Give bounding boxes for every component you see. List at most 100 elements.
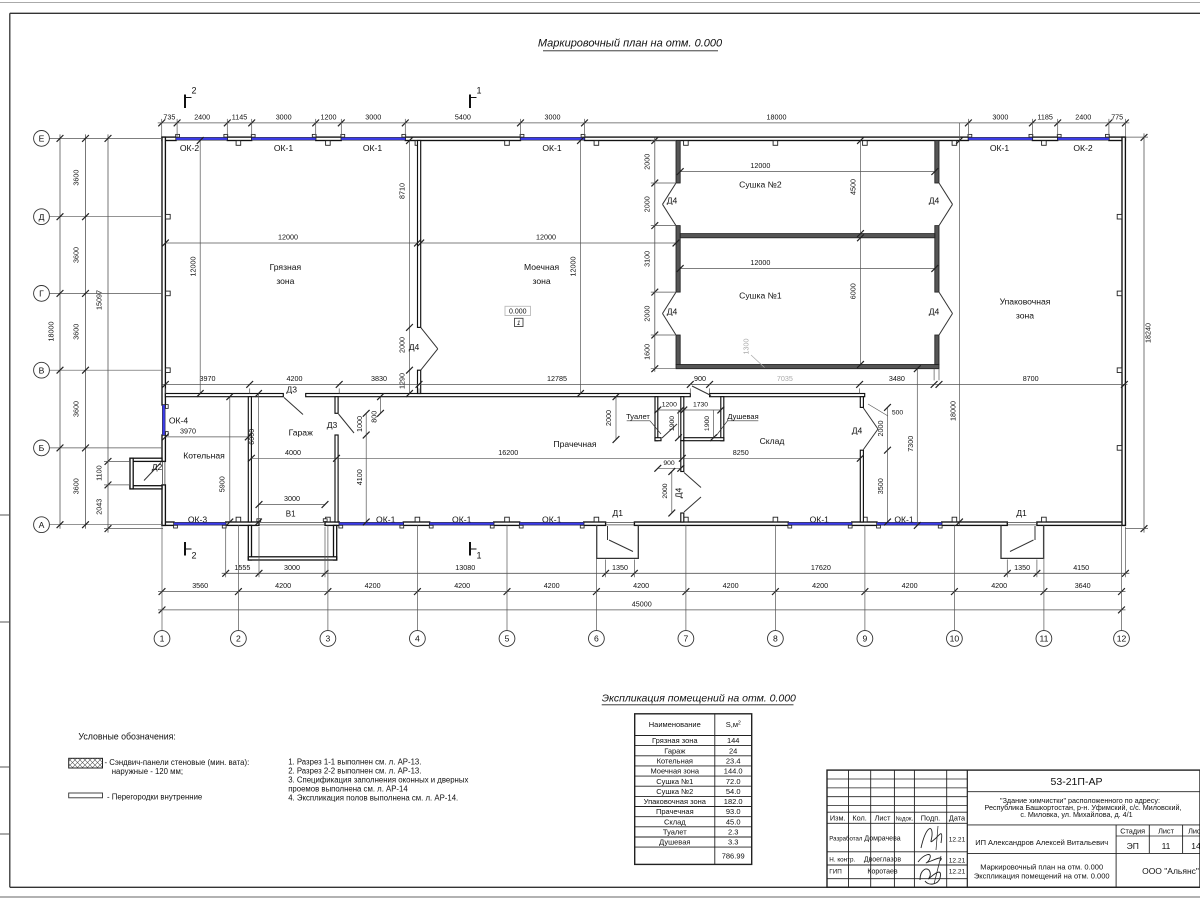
svg-text:1: 1 [160, 634, 165, 644]
svg-text:Д3: Д3 [286, 385, 297, 395]
svg-text:3000: 3000 [276, 112, 292, 121]
svg-text:Г: Г [39, 289, 44, 299]
svg-text:Грязная: Грязная [270, 262, 302, 272]
svg-text:12.21: 12.21 [949, 858, 966, 865]
svg-text:18000: 18000 [47, 322, 56, 342]
svg-text:12000: 12000 [536, 233, 556, 242]
svg-text:144.0: 144.0 [724, 767, 743, 776]
svg-text:8: 8 [773, 634, 778, 644]
svg-text:Стадия: Стадия [1120, 826, 1145, 835]
svg-text:Гараж: Гараж [664, 746, 685, 755]
svg-text:Дата: Дата [949, 813, 966, 822]
svg-text:3000: 3000 [545, 112, 561, 121]
svg-text:Лист: Лист [1158, 826, 1175, 835]
svg-text:735: 735 [163, 112, 175, 121]
svg-text:800: 800 [369, 411, 378, 423]
svg-text:4: 4 [415, 634, 420, 644]
svg-text:7300: 7300 [906, 436, 915, 452]
svg-text:ОК-3: ОК-3 [188, 514, 208, 524]
svg-text:3830: 3830 [371, 374, 387, 383]
svg-text:1100: 1100 [95, 465, 104, 480]
svg-text:Кол.: Кол. [852, 813, 866, 822]
svg-text:Д4: Д4 [409, 342, 420, 352]
svg-text:1200: 1200 [662, 402, 677, 409]
svg-text:4200: 4200 [991, 581, 1007, 590]
svg-text:ОК-1: ОК-1 [894, 514, 914, 524]
svg-text:Д4: Д4 [667, 307, 678, 317]
svg-text:Упаковочная зона: Упаковочная зона [644, 797, 707, 806]
svg-text:6: 6 [594, 634, 599, 644]
svg-text:Наименование: Наименование [649, 720, 701, 729]
svg-text:Туалет: Туалет [626, 412, 650, 421]
svg-text:Н. контр.: Н. контр. [829, 857, 855, 864]
svg-text:786.99: 786.99 [722, 852, 745, 861]
svg-text:12: 12 [1117, 634, 1127, 644]
svg-text:3480: 3480 [889, 374, 905, 383]
svg-text:Домрачева: Домрачева [864, 836, 900, 843]
svg-text:1900: 1900 [669, 416, 676, 431]
svg-text:ОК-1: ОК-1 [990, 143, 1010, 153]
svg-text:Моечная: Моечная [524, 262, 560, 272]
svg-text:3500: 3500 [876, 478, 885, 494]
svg-text:12000: 12000 [750, 258, 770, 267]
svg-text:Д3: Д3 [327, 420, 338, 430]
svg-text:93.0: 93.0 [726, 807, 741, 816]
svg-text:4000: 4000 [285, 448, 301, 457]
svg-text:2000: 2000 [398, 337, 407, 353]
svg-text:В1: В1 [286, 510, 296, 519]
svg-text:16200: 16200 [498, 448, 518, 457]
svg-text:900: 900 [663, 460, 675, 467]
svg-text:18000: 18000 [948, 401, 957, 421]
svg-text:с. Миловка, ул. Михайлова, д.: с. Миловка, ул. Михайлова, д. 4/1 [1020, 810, 1132, 819]
svg-text:2000: 2000 [604, 410, 613, 426]
svg-text:4500: 4500 [848, 179, 857, 195]
svg-text:3600: 3600 [72, 247, 81, 263]
svg-text:Грязная зона: Грязная зона [652, 736, 698, 745]
svg-text:3000: 3000 [284, 563, 300, 572]
svg-text:ОК-1: ОК-1 [274, 143, 294, 153]
svg-text:Д2: Д2 [152, 462, 163, 472]
svg-text:Душевая: Душевая [659, 838, 690, 847]
svg-text:Маркировочный план на отм. 0.0: Маркировочный план на отм. 0.000 [980, 862, 1103, 871]
svg-text:2: 2 [236, 634, 241, 644]
svg-text:500: 500 [892, 410, 904, 417]
svg-text:12000: 12000 [569, 257, 578, 277]
svg-text:2043: 2043 [95, 499, 104, 515]
svg-text:3560: 3560 [192, 581, 208, 590]
svg-text:3970: 3970 [200, 374, 216, 383]
svg-text:1350: 1350 [612, 563, 628, 572]
svg-text:Условные обозначения:: Условные обозначения: [78, 732, 175, 742]
svg-text:ИП Александров Алексей Виталье: ИП Александров Алексей Витальевич [975, 838, 1108, 847]
svg-text:3000: 3000 [365, 112, 381, 121]
svg-text:Склад: Склад [760, 436, 785, 446]
svg-text:12.21: 12.21 [949, 837, 966, 844]
svg-text:2.3: 2.3 [728, 828, 738, 837]
svg-text:ООО "Альянс": ООО "Альянс" [1142, 866, 1199, 876]
svg-text:4200: 4200 [544, 581, 560, 590]
svg-text:Маркировочный план на отм. 0.0: Маркировочный план на отм. 0.000 [538, 38, 723, 50]
svg-text:Д4: Д4 [852, 426, 863, 436]
svg-text:зона: зона [276, 276, 294, 286]
svg-text:2000: 2000 [876, 421, 885, 437]
svg-text:5900: 5900 [218, 476, 227, 492]
svg-text:12785: 12785 [547, 374, 567, 383]
svg-text:1900: 1900 [704, 416, 711, 431]
svg-text:ОК-1: ОК-1 [542, 514, 562, 524]
svg-text:4200: 4200 [365, 581, 381, 590]
svg-text:Прачечная: Прачечная [656, 807, 694, 816]
svg-text:Д4: Д4 [929, 307, 940, 317]
svg-text:3.3: 3.3 [728, 838, 738, 847]
svg-text:Моечная зона: Моечная зона [650, 767, 699, 776]
svg-text:8700: 8700 [1023, 374, 1039, 383]
svg-text:3000: 3000 [284, 494, 300, 503]
svg-text:зона: зона [1016, 311, 1034, 321]
svg-text:3100: 3100 [643, 251, 652, 267]
svg-text:182.0: 182.0 [724, 797, 743, 806]
svg-text:Склад: Склад [664, 817, 686, 826]
svg-text:1555: 1555 [234, 563, 250, 572]
svg-text:1: 1 [476, 86, 481, 96]
svg-text:4200: 4200 [275, 581, 291, 590]
svg-text:17620: 17620 [811, 563, 831, 572]
svg-text:1290: 1290 [398, 373, 407, 389]
svg-text:1145: 1145 [232, 112, 247, 121]
